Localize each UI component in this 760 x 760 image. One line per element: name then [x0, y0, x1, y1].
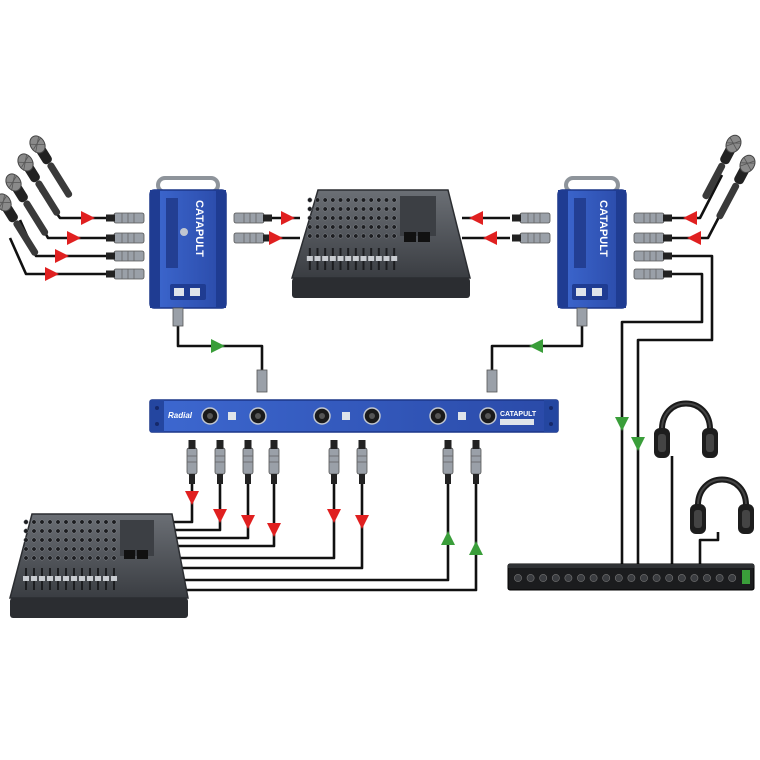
rack-brand-label: Radial — [168, 411, 193, 420]
cable-rack-out-3 — [170, 484, 250, 540]
signal-arrow-icon — [355, 515, 369, 529]
signal-arrow-icon — [469, 211, 483, 225]
snake-box-right: CATAPULT — [511, 176, 673, 327]
cable-rack-out-5 — [176, 484, 336, 560]
signal-arrow-icon — [241, 515, 255, 529]
cable-mic-5 — [660, 174, 724, 220]
signal-arrow-icon — [615, 417, 629, 431]
headphone-amplifier — [507, 563, 755, 591]
signal-arrow-icon — [327, 509, 341, 523]
cable-return-1 — [636, 254, 714, 565]
signal-arrow-icon — [469, 541, 483, 555]
cable-rack-out-1 — [170, 484, 194, 524]
signal-arrow-icon — [483, 231, 497, 245]
cable-headphones-2 — [698, 532, 720, 565]
cable-ethernet-left — [176, 312, 264, 388]
signal-arrow-icon — [267, 523, 281, 537]
signal-arrow-icon — [683, 211, 697, 225]
cable-rack-out-6 — [180, 484, 364, 570]
cable-rack-return-1 — [182, 484, 450, 582]
mixer-main — [290, 189, 471, 298]
cable-return-2 — [620, 272, 704, 565]
signal-arrow-icon — [281, 211, 295, 225]
rack-unit: Radial CATAPULT — [149, 399, 559, 433]
signal-arrow-icon — [67, 231, 81, 245]
microphone-icon — [697, 132, 745, 203]
microphone-icon — [26, 132, 77, 202]
signal-arrow-icon — [529, 339, 543, 353]
mixer-monitor — [9, 513, 189, 618]
signal-arrow-icon — [269, 231, 283, 245]
signal-arrow-icon — [211, 339, 225, 353]
cable-rack-return-2 — [184, 484, 478, 592]
signal-arrow-icon — [687, 231, 701, 245]
cable-rack-out-2 — [170, 484, 222, 532]
signal-arrow-icon — [631, 437, 645, 451]
cable-rack-out-4 — [172, 484, 276, 548]
cable-mic-4 — [8, 237, 110, 276]
signal-arrow-icon — [81, 211, 95, 225]
snake-left-label: CATAPULT — [193, 200, 205, 257]
snake-right-label: CATAPULT — [597, 200, 609, 257]
headphones-icon — [654, 404, 718, 459]
rack-model-label: CATAPULT — [500, 411, 537, 418]
signal-arrow-icon — [213, 509, 227, 523]
rack-xlr-plugs — [186, 439, 482, 485]
headphones-icon — [690, 480, 754, 535]
snake-box-left: CATAPULT — [105, 176, 273, 327]
signal-arrow-icon — [185, 491, 199, 505]
signal-arrow-icon — [441, 531, 455, 545]
microphone-icon — [14, 150, 65, 220]
signal-arrows — [45, 211, 701, 555]
microphone-icon — [711, 152, 759, 223]
signal-arrow-icon — [55, 249, 69, 263]
signal-arrow-icon — [45, 267, 59, 281]
